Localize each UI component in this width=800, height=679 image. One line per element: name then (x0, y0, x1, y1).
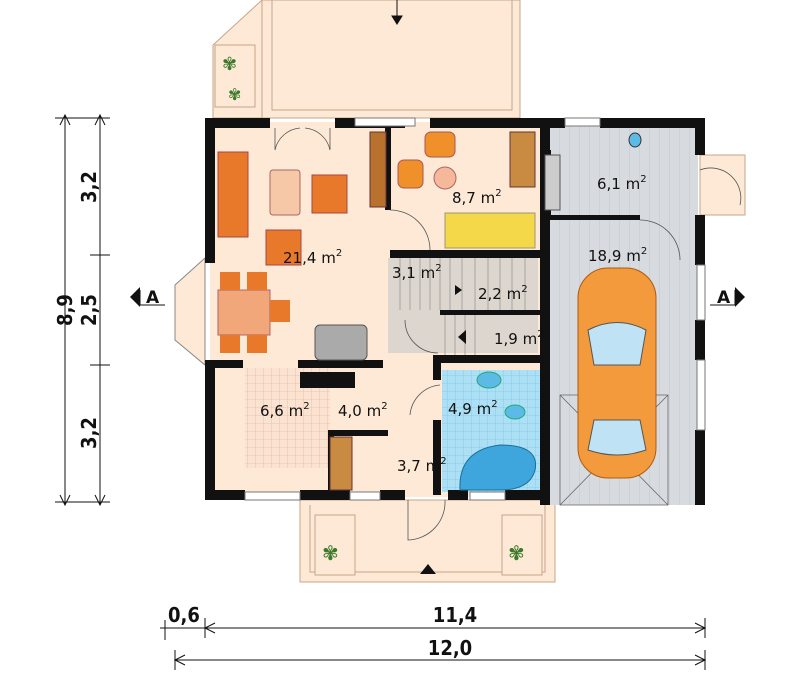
dim-inner-width: 11,4 (433, 603, 477, 627)
top-terrace: ✾ ✾ (212, 0, 521, 119)
doors (274, 127, 742, 541)
furniture (217, 131, 642, 491)
plant-icon: ✾ (508, 541, 525, 565)
room-area-vestibule: 3,7 m2 (397, 456, 447, 475)
room-area-stairs: 3,1 m2 (392, 263, 442, 282)
svg-text:A: A (717, 288, 731, 308)
room-area-utility: 6,1 m2 (597, 174, 647, 193)
dim-segment-1: 3,2 (77, 171, 101, 203)
room-labels: 21,4 m2 8,7 m2 6,1 m2 18,9 m2 3,1 m2 2,2… (260, 174, 647, 475)
bathtub (459, 444, 537, 491)
room-area-garage: 18,9 m2 (588, 246, 647, 265)
svg-text:A: A (146, 288, 160, 308)
room-area-bathroom: 4,9 m2 (448, 399, 498, 418)
bottom-terrace: ✾ ✾ (299, 499, 556, 583)
stair-arrow-icon (455, 285, 466, 344)
dining-table (217, 289, 271, 336)
plant-icon: ✾ (222, 54, 237, 75)
section-marker-left: A (130, 287, 165, 308)
room-area-hall: 4,0 m2 (338, 401, 388, 420)
windows (244, 117, 706, 501)
planter (214, 44, 256, 108)
dim-total-height: 8,9 (53, 294, 77, 326)
dim-segment-3: 3,2 (77, 417, 101, 449)
car-icon (559, 267, 669, 506)
dim-total-width: 12,0 (428, 636, 472, 660)
room-area-bedroom: 8,7 m2 (452, 188, 502, 207)
room-area-living: 21,4 m2 (283, 248, 342, 267)
plant-icon: ✾ (228, 85, 241, 104)
entry-arrow-icon (420, 564, 436, 574)
bay-window (174, 256, 206, 367)
dimension-lines (55, 113, 707, 670)
room-area-kitchen: 6,6 m2 (260, 401, 310, 420)
dim-segment-2: 2,5 (77, 294, 101, 326)
walls (205, 118, 705, 505)
sink (628, 132, 642, 148)
section-marker-right: A (710, 287, 745, 308)
room-area-storage: 2,2 m2 (478, 284, 528, 303)
plant-icon: ✾ (322, 541, 339, 565)
fireplace (314, 324, 368, 361)
dim-offset: 0,6 (168, 603, 200, 627)
entry-arrow-icon (391, 0, 403, 25)
room-area-closet: 1,9 m2 (494, 329, 544, 348)
